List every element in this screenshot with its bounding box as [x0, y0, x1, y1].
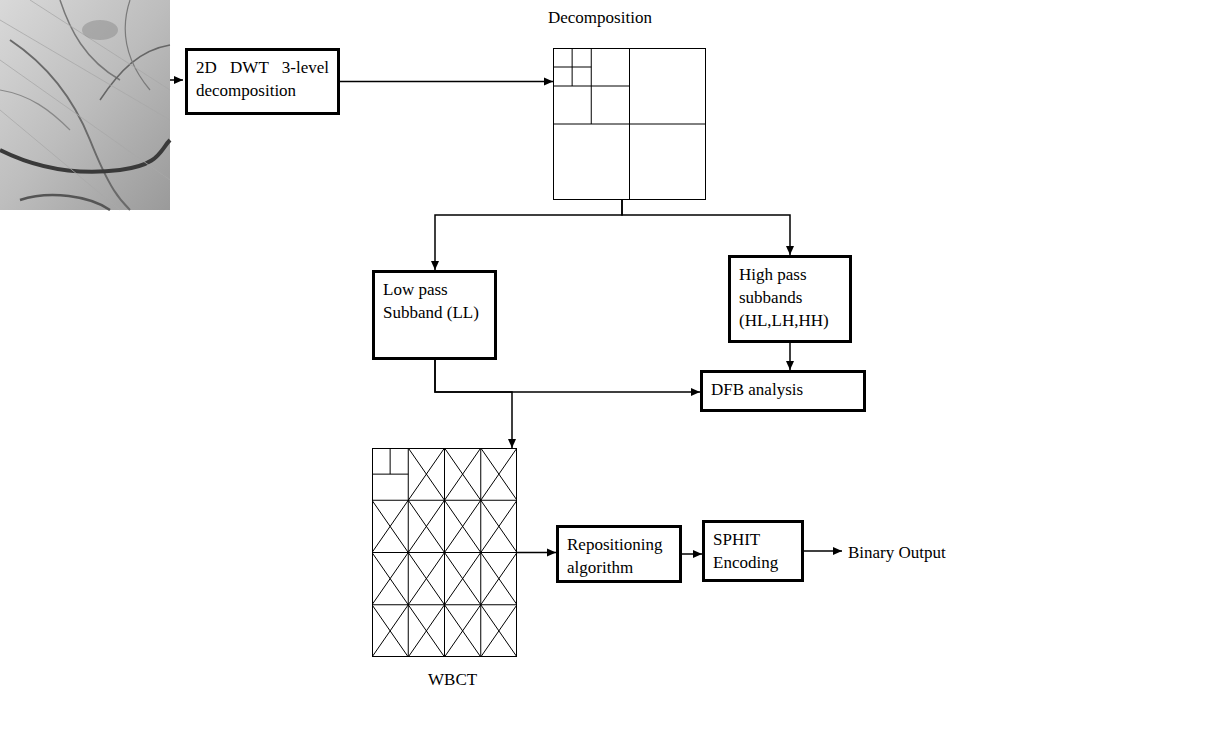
flow-arrow	[682, 553, 702, 555]
figure-label: Decomposition	[548, 8, 652, 28]
flow-arrow	[435, 360, 512, 448]
decomposition-grid	[553, 48, 706, 200]
process-box: 2D DWT 3-level decomposition	[185, 48, 340, 115]
wbct-figure: WBCT	[372, 448, 517, 657]
process-box: Low pass Subband (LL)	[372, 270, 497, 360]
flow-arrow	[340, 81, 553, 83]
box-label: Low pass Subband (LL)	[383, 279, 486, 325]
box-label: 2D DWT 3-level decomposition	[196, 57, 329, 103]
flow-arrow	[517, 552, 556, 554]
flow-arrow	[435, 360, 700, 392]
decomposition-figure: Decomposition	[553, 48, 706, 200]
figure-label: WBCT	[428, 670, 477, 690]
palm-image	[0, 0, 172, 212]
flow-arrow	[622, 200, 790, 255]
wbct-grid	[372, 448, 517, 657]
output-arrow	[804, 550, 842, 552]
process-box: Repositioning algorithm	[556, 525, 682, 583]
box-label: Repositioning algorithm	[567, 534, 671, 580]
flow-arrow	[435, 200, 622, 270]
box-label: SPHIT Encoding	[713, 529, 793, 575]
process-box: DFB analysis	[700, 370, 866, 412]
box-label: DFB analysis	[711, 379, 855, 402]
process-box: High pass subbands (HL,LH,HH)	[728, 255, 852, 343]
box-label: High pass subbands (HL,LH,HH)	[739, 264, 841, 333]
input-arrow	[170, 79, 183, 81]
process-box: SPHIT Encoding	[702, 520, 804, 582]
output-label: Binary Output	[848, 543, 946, 563]
flow-arrow	[789, 343, 791, 370]
